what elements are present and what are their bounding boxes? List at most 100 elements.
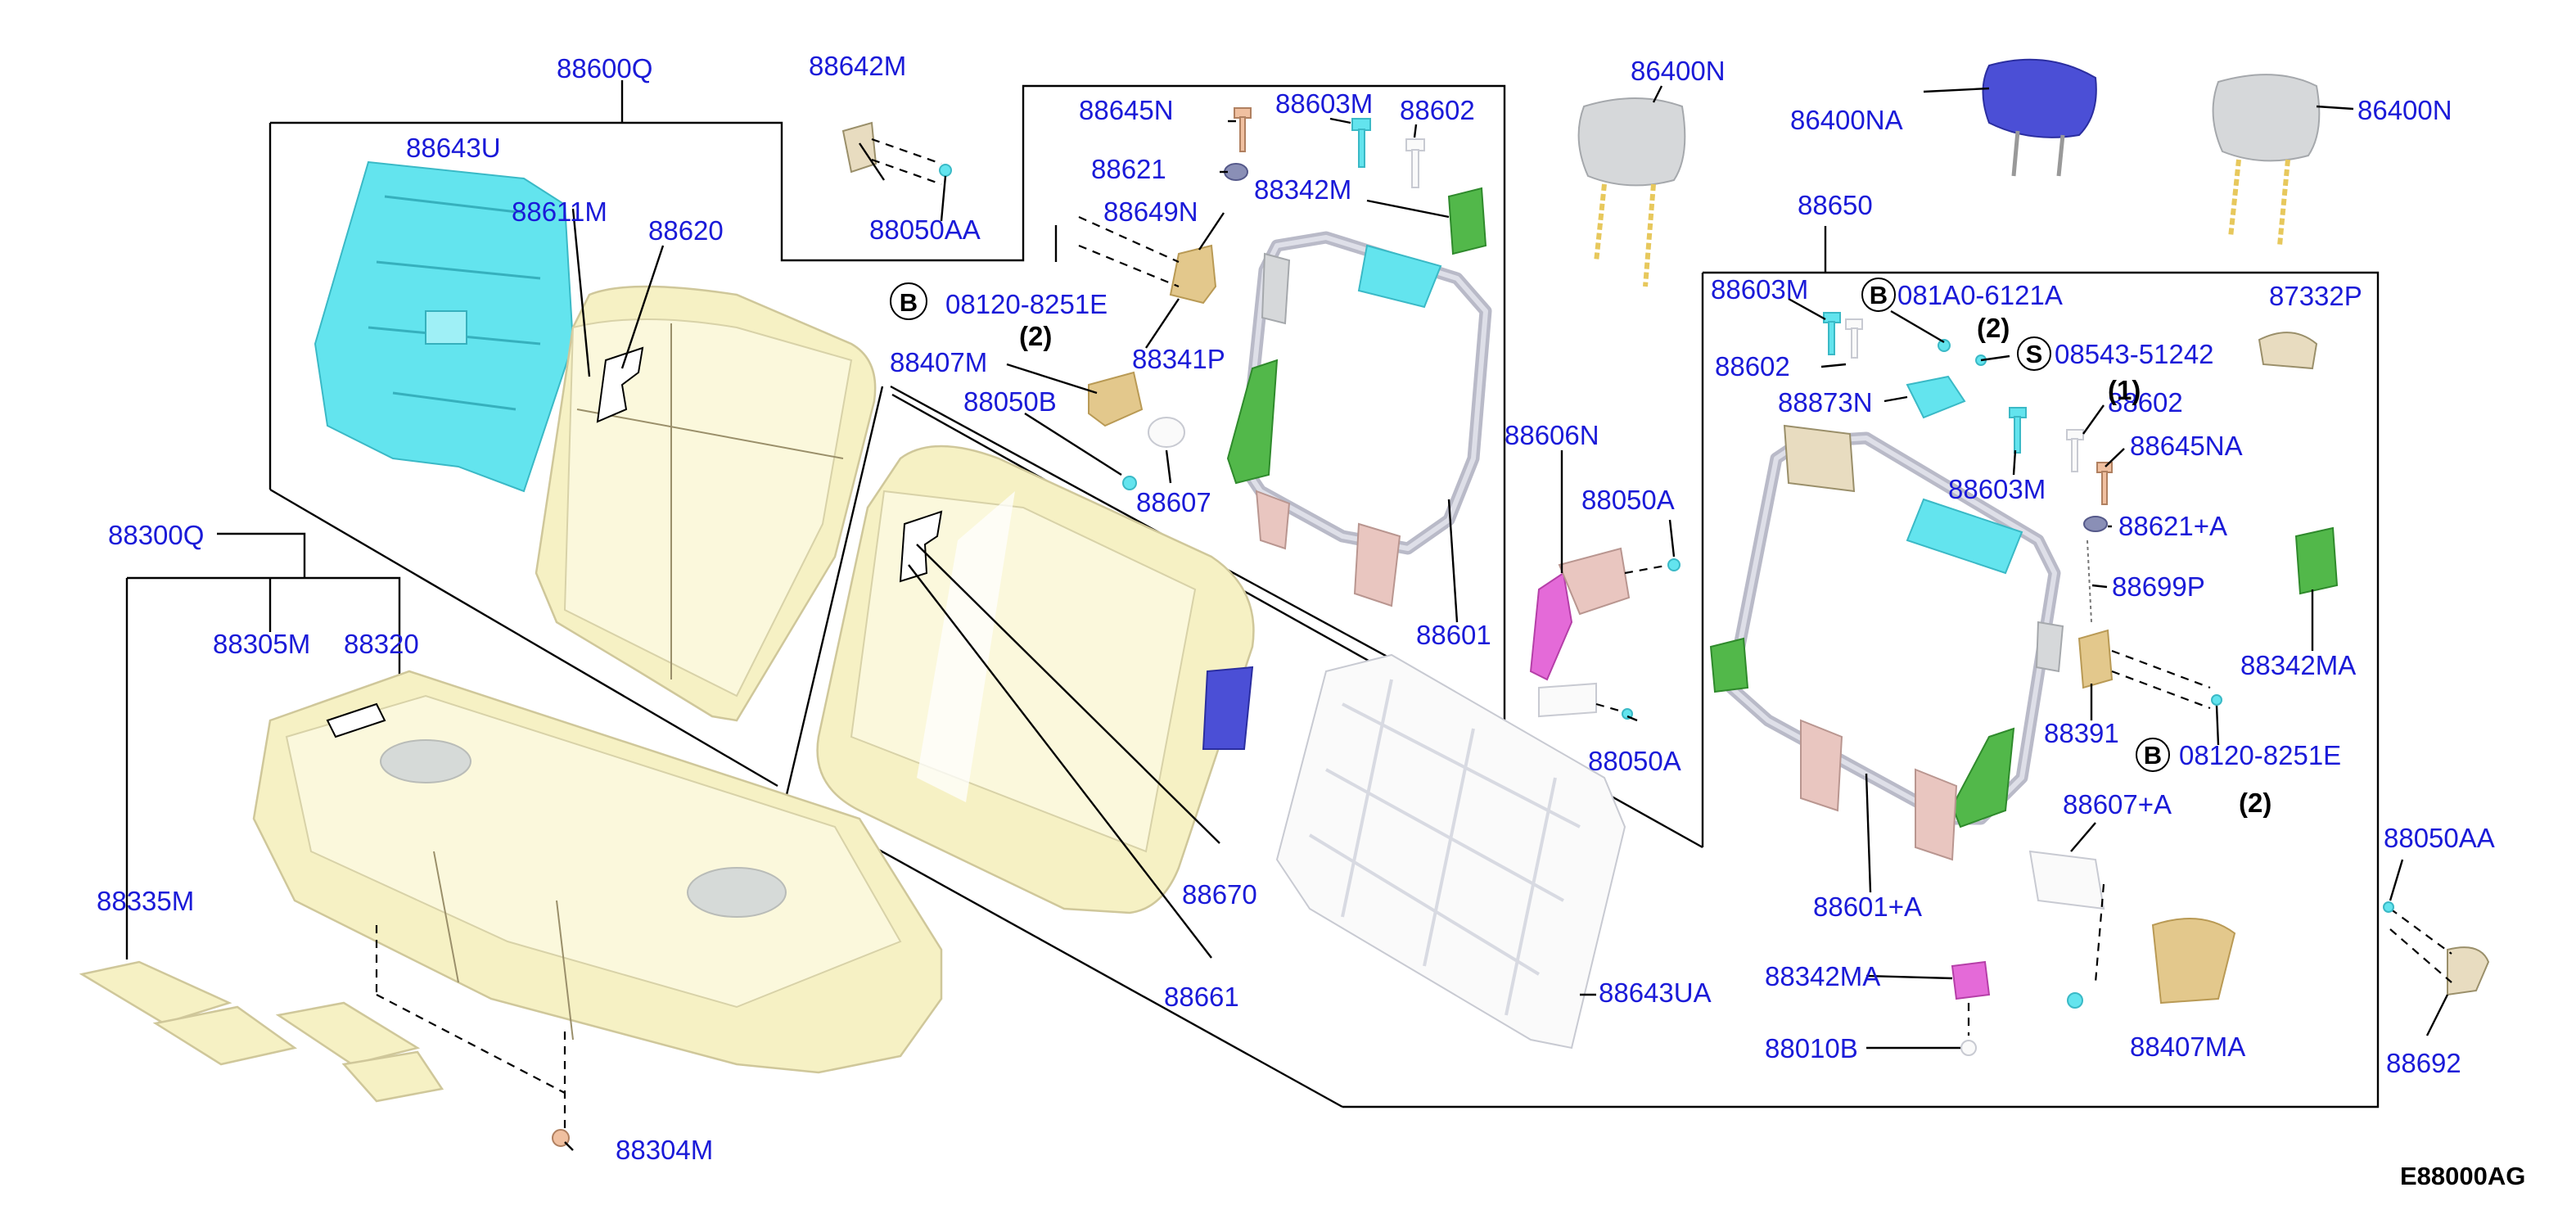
label-88050B: 88050B: [963, 386, 1057, 417]
label-88643U: 88643U: [406, 133, 501, 163]
bolt-081A0-part: [1938, 339, 1951, 352]
label-88342MA-right: 88342MA: [2240, 650, 2356, 680]
label-88649N: 88649N: [1103, 196, 1198, 227]
back-board-88643UA-part: [1275, 653, 1626, 1050]
quantity-labels: (2) (2) (1) (2): [1019, 313, 2271, 818]
label-88607A: 88607+A: [2063, 789, 2172, 819]
marker-b-left: B: [890, 282, 927, 320]
label-88603M-r2: 88603M: [1948, 474, 2046, 504]
quantity-right-bottom: (2): [2239, 788, 2271, 818]
cover-87332P-part: [2258, 332, 2318, 370]
label-88600Q: 88600Q: [557, 53, 652, 84]
bolt-88645NA-part: [2096, 462, 2113, 505]
label-86400N-right: 86400N: [2357, 95, 2452, 125]
latch-88341P-part: [1078, 215, 1217, 305]
label-88010B: 88010B: [1765, 1033, 1858, 1063]
headrest-86400NA-part: [1982, 58, 2097, 177]
label-88601A: 88601+A: [1813, 892, 1922, 922]
label-88620: 88620: [648, 215, 724, 246]
washer-88621A-part: [2083, 516, 2108, 532]
headrest-86400N-left-part: [1577, 97, 1686, 287]
headrest-86400N-right-part: [2212, 74, 2321, 246]
label-88607: 88607: [1136, 487, 1211, 517]
svg-text:B: B: [2144, 741, 2162, 770]
quantity-left: (2): [1019, 321, 1052, 351]
label-08120-8251E-right: 08120-8251E: [2179, 740, 2341, 770]
label-88606N: 88606N: [1505, 420, 1599, 450]
label-87332P: 87332P: [2269, 281, 2362, 311]
label-88603M-r1: 88603M: [1711, 274, 1808, 305]
label-88645NA: 88645NA: [2130, 431, 2243, 461]
marker-b-right-bottom: B: [2136, 738, 2170, 772]
bolt-88603M-r2-part: [2009, 407, 2027, 454]
label-88602-r1: 88602: [1715, 351, 1790, 382]
clip-88342MA-bottom-part: [1951, 960, 1991, 1000]
label-88670: 88670: [1182, 879, 1257, 910]
cover-88407MA-part: [2151, 918, 2236, 1005]
seatback-frame-left-part: [1226, 231, 1492, 607]
label-88621A: 88621+A: [2118, 511, 2227, 541]
latch-88391-part: [2077, 629, 2222, 710]
label-88602-top: 88602: [1400, 95, 1475, 125]
seatback-foam-part: [535, 285, 877, 722]
bolt-88602-top-part: [1405, 138, 1425, 188]
pads-88335M-part: [79, 960, 444, 1103]
label-88050AA-top: 88050AA: [869, 214, 981, 245]
label-88661: 88661: [1164, 982, 1239, 1012]
label-86400N-left: 86400N: [1631, 56, 1726, 86]
quantity-right-top: (2): [1977, 313, 2010, 343]
label-88407M: 88407M: [890, 347, 987, 377]
guide-88607-part: [1122, 417, 1185, 490]
label-88341P: 88341P: [1132, 344, 1225, 374]
svg-text:B: B: [900, 288, 918, 317]
bolt-88602-r2-part: [2066, 429, 2084, 472]
pad-88342M-part: [1447, 187, 1487, 255]
label-88304M: 88304M: [616, 1135, 713, 1165]
label-88650: 88650: [1798, 190, 1873, 220]
svg-text:S: S: [2026, 340, 2043, 368]
label-88873N: 88873N: [1778, 387, 1873, 418]
bracket-88642M-part: [841, 121, 952, 186]
label-88050A-bottom: 88050A: [1588, 746, 1681, 776]
cover-88407M-part: [1088, 371, 1144, 427]
bolt-88603M-r1-part: [1823, 312, 1841, 355]
label-88050A-top: 88050A: [1581, 485, 1675, 515]
marker-b-right-top: B: [1861, 278, 1896, 312]
label-88601: 88601: [1416, 620, 1491, 650]
label-88611M: 88611M: [512, 196, 607, 227]
guide-88607A-part: [2028, 850, 2105, 1009]
label-08543-51242: 08543-51242: [2055, 339, 2214, 369]
label-88300Q: 88300Q: [108, 520, 204, 550]
label-88391: 88391: [2044, 718, 2119, 748]
label-88642M: 88642M: [809, 51, 906, 81]
bolt-88645N-part: [1234, 107, 1252, 152]
pad-88342MA-right-part: [2294, 526, 2339, 595]
label-88699P: 88699P: [2112, 571, 2205, 602]
label-88320: 88320: [344, 629, 419, 659]
bolt-88010B-part: [1960, 1003, 1977, 1056]
bolt-88602-r1-part: [1845, 318, 1863, 359]
label-88335M: 88335M: [97, 886, 194, 916]
seat-cushion-part: [252, 670, 943, 1130]
label-081A0-6121A: 081A0-6121A: [1897, 280, 2063, 310]
label-88342MA-bottom: 88342MA: [1765, 961, 1880, 991]
label-08120-8251E-left: 08120-8251E: [945, 289, 1108, 319]
marker-s-right: S: [2017, 336, 2051, 371]
wire-88699P-part: [2087, 540, 2092, 623]
label-88407MA: 88407MA: [2130, 1032, 2245, 1062]
leader-lines: [564, 85, 2449, 1151]
label-86400NA: 86400NA: [1790, 105, 1903, 135]
washer-88621-part: [1224, 163, 1248, 181]
plate-88873N-part: [1906, 375, 1966, 419]
svg-text:B: B: [1870, 281, 1888, 309]
part-labels: 88600Q 88642M 88050AA 88643U 88611M 8862…: [97, 51, 2495, 1165]
back-board-part: [314, 160, 575, 493]
quantity-right-1: (1): [2108, 375, 2141, 405]
label-88602-r2: 88602: [2108, 387, 2183, 418]
seatback-frame-right-part: [1709, 424, 2064, 861]
label-88603M-top: 88603M: [1275, 88, 1373, 119]
label-88050AA-right: 88050AA: [2384, 823, 2495, 853]
label-88342M: 88342M: [1254, 174, 1351, 205]
